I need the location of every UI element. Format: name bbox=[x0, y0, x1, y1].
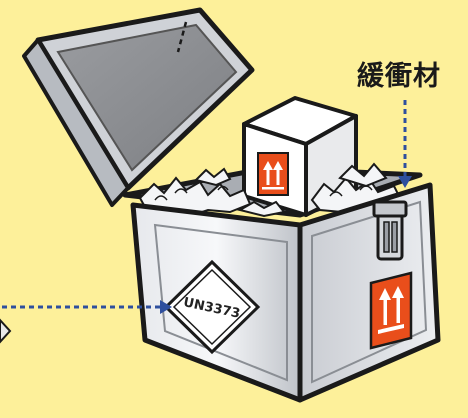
box-latch bbox=[372, 200, 408, 261]
box-lid bbox=[22, 7, 255, 207]
up-arrows-icon bbox=[257, 152, 289, 196]
cushioning-material-label: 緩衝材 bbox=[357, 61, 441, 92]
un3373-diamond-icon: UN3373 bbox=[163, 259, 261, 355]
orientation-arrows-label bbox=[369, 271, 413, 350]
cushion-leader-line bbox=[398, 100, 412, 188]
un-leader-line bbox=[0, 300, 172, 344]
